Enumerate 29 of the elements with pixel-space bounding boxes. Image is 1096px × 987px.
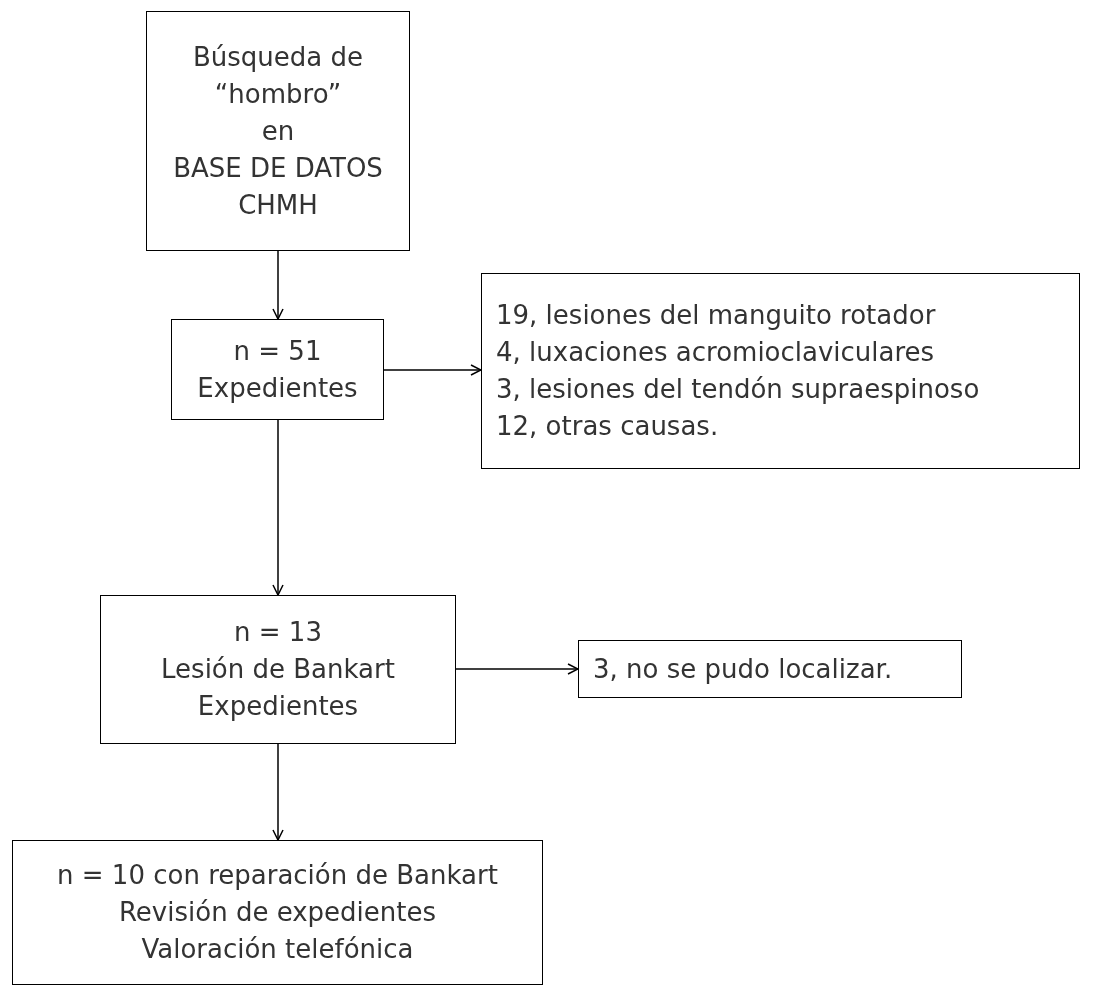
box-text: n = 13 <box>234 616 322 649</box>
box-text: Expedientes <box>197 690 359 723</box>
process-box <box>12 840 543 985</box>
process-box <box>100 595 456 744</box>
arrow <box>383 364 482 376</box>
arrow <box>272 743 284 841</box>
arrow <box>272 419 284 596</box>
box-text: CHMH <box>238 188 318 222</box>
box-text: 19, lesiones del manguito rotador <box>496 299 936 332</box>
box-text: 3, lesiones del tendón supraespinoso <box>496 373 980 406</box>
box-text: “hombro” <box>214 77 342 111</box>
box-text: n = 10 con reparación de Bankart <box>57 859 498 892</box>
process-box <box>171 319 384 420</box>
box-text: BASE DE DATOS <box>173 151 383 185</box>
box-text: 12, otras causas. <box>496 410 719 443</box>
box-text: Expedientes <box>197 371 358 405</box>
process-box <box>481 273 1080 469</box>
box-text: 3, no se pudo localizar. <box>593 652 893 686</box>
process-box <box>146 11 410 251</box>
box-text: Búsqueda de <box>192 40 363 74</box>
box-text: Revisión de expedientes <box>118 896 437 929</box>
process-box <box>578 640 962 698</box>
box-text: 4, luxaciones acromioclaviculares <box>496 336 935 369</box>
box-text: n = 51 <box>233 334 322 368</box>
arrow <box>455 663 579 675</box>
arrow <box>272 250 284 320</box>
box-text: Lesión de Bankart <box>161 653 395 686</box>
box-text: en <box>261 114 295 148</box>
box-text: Valoración telefónica <box>141 933 414 966</box>
